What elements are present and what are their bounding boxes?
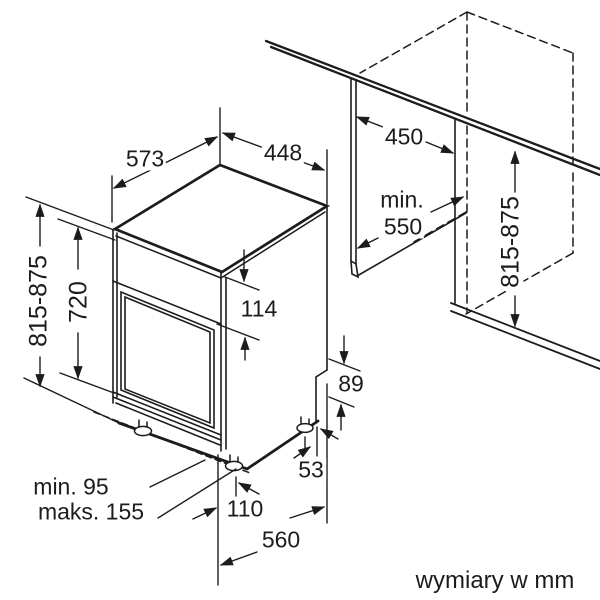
foot-front-right <box>224 454 244 472</box>
foot-front-left <box>133 419 153 437</box>
label-niche-depth-min-word: min. <box>378 186 426 213</box>
label-control-panel-height: 114 <box>238 295 280 322</box>
dim-550 <box>356 196 465 249</box>
label-plinth-max: maks. 155 <box>35 498 147 525</box>
label-niche-height-range: 815-875 <box>496 194 525 290</box>
label-appliance-height-range: 815-875 <box>24 253 53 349</box>
appliance <box>93 163 331 474</box>
niche-dashed-outline <box>359 11 574 315</box>
label-niche-depth-value: 550 <box>381 213 425 240</box>
units-note: wymiary w mm <box>415 567 575 594</box>
label-plinth-min: min. 95 <box>31 473 111 500</box>
side-panel <box>350 77 467 279</box>
door-panel <box>120 290 215 430</box>
label-appliance-width: 448 <box>261 139 305 166</box>
niche-floor <box>450 302 600 370</box>
rear-recess <box>315 369 328 422</box>
appliance-front-face <box>112 229 222 446</box>
label-door-height: 720 <box>64 279 93 325</box>
dim-89 <box>319 335 349 440</box>
foot-rear-right <box>296 416 314 434</box>
label-niche-width: 450 <box>382 123 426 150</box>
label-rear-recess-height: 89 <box>336 370 366 397</box>
appliance-top-face <box>111 163 331 279</box>
dim-560 <box>219 506 326 566</box>
dim-53 <box>293 446 312 459</box>
label-rear-foot-setback: 53 <box>296 456 326 483</box>
cabinet-niche <box>264 11 600 370</box>
adjustment-dashed-line <box>93 411 251 474</box>
dimension-lines <box>23 107 520 586</box>
label-front-offset: 110 <box>224 495 266 522</box>
dim-450 <box>355 116 455 154</box>
plinth <box>115 402 221 446</box>
appliance-side-face <box>220 205 328 452</box>
dim-110 <box>192 482 260 520</box>
label-appliance-depth: 573 <box>123 145 167 172</box>
dim-114 <box>239 249 250 361</box>
worktop <box>264 39 600 177</box>
label-base-depth: 560 <box>259 526 303 553</box>
